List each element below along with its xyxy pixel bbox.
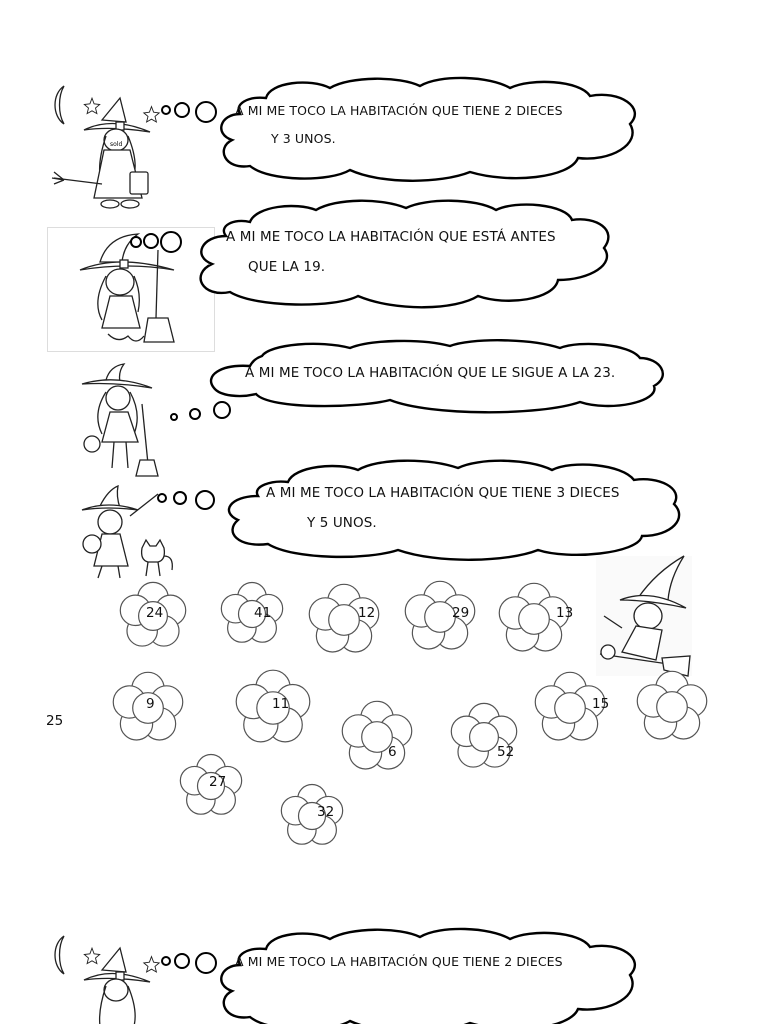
thought-bubbles-3: [170, 401, 231, 421]
witch-cat-icon: [81, 484, 173, 579]
room-number-29: 29: [452, 605, 470, 621]
flower-icon: [404, 580, 476, 650]
thought-bubbles-4: [157, 490, 215, 510]
flower-icon: [280, 783, 344, 845]
room-number-52: 52: [497, 744, 515, 760]
riddle-4-line1: A MI ME TOCO LA HABITACIÓN QUE TIENE 3 D…: [266, 485, 620, 501]
riddle-5-line1: A MI ME TOCO LA HABITACIÓN QUE TIENE 2 D…: [235, 954, 563, 969]
flower-icon: [308, 583, 380, 653]
flower-icon: [235, 669, 311, 743]
flower-icon: [112, 671, 184, 741]
thought-bubbles-5: [161, 952, 217, 974]
flying-witch-icon: [596, 555, 692, 677]
riddle-2-line2: QUE LA 19.: [248, 259, 326, 275]
svg-text:sold: sold: [110, 141, 122, 148]
room-number-13: 13: [556, 605, 574, 621]
thought-cloud-3: [209, 339, 664, 414]
witch-moon-icon-2: [54, 935, 161, 1024]
witch-broom-icon: [79, 233, 175, 343]
thought-bubbles-1: [161, 101, 217, 123]
riddle-2-line1: A MI ME TOCO LA HABITACIÓN QUE ESTÁ ANTE…: [226, 229, 556, 245]
flower-icon: [179, 753, 243, 815]
room-number-25: 25: [46, 713, 64, 729]
thought-cloud-1: [220, 76, 637, 182]
riddle-1-line1: A MI ME TOCO LA HABITACIÓN QUE TIENE 2 D…: [235, 103, 563, 118]
room-number-32: 32: [317, 804, 335, 820]
room-number-15: 15: [592, 696, 610, 712]
room-number-11: 11: [272, 696, 290, 712]
riddle-1-line2: Y 3 UNOS.: [271, 131, 336, 146]
thought-cloud-2: [199, 199, 610, 309]
thought-cloud-5: [220, 927, 637, 1024]
flower-icon: [450, 702, 518, 768]
room-number-24: 24: [146, 605, 164, 621]
flower-icon: [220, 581, 284, 643]
flower-icon: [498, 582, 570, 652]
room-number-27: 27: [209, 774, 227, 790]
witch-moon-icon: sold: [51, 85, 161, 209]
thought-cloud-4: [227, 459, 681, 561]
room-number-9: 9: [146, 696, 155, 712]
flower-icon: [341, 700, 413, 770]
riddle-4-line2: Y 5 UNOS.: [307, 515, 377, 531]
room-number-41: 41: [254, 605, 272, 621]
flower-icon: [119, 581, 187, 647]
witch-pumpkin-icon: [81, 363, 159, 477]
flower-icon: [636, 670, 708, 740]
room-number-6: 6: [388, 744, 397, 760]
room-number-12: 12: [358, 605, 376, 621]
flower-icon: [534, 671, 606, 741]
thought-bubbles-2: [130, 231, 182, 253]
riddle-3-line1: A MI ME TOCO LA HABITACIÓN QUE LE SIGUE …: [245, 365, 616, 381]
